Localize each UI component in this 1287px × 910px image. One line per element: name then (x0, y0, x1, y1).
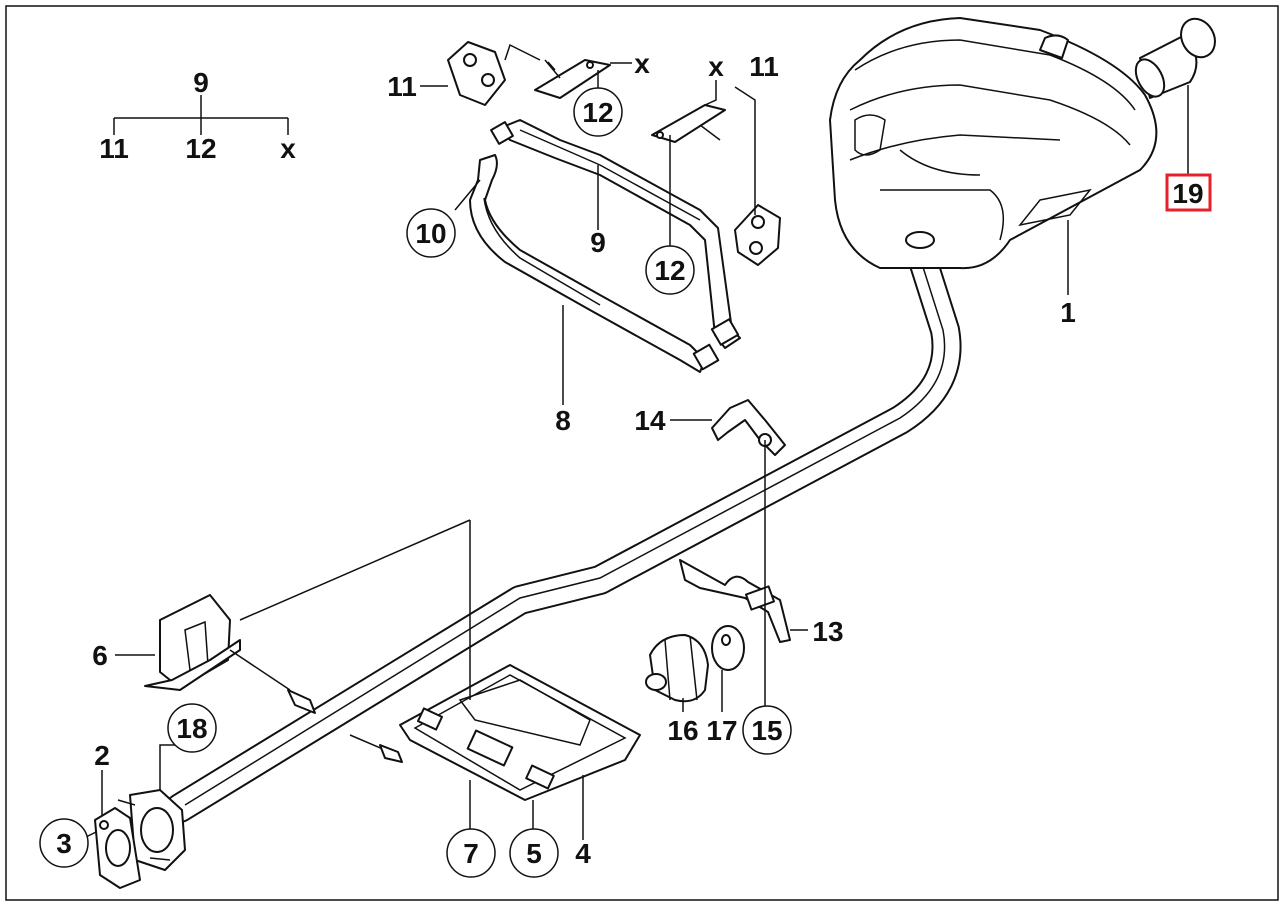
callout-x-legend: x (280, 133, 296, 164)
callout-circle-18 (167, 703, 217, 753)
callout-x-top: x (634, 48, 650, 79)
callout-8: 8 (555, 405, 571, 436)
callout-11-legend: 11 (99, 133, 129, 164)
callout-6: 6 (92, 640, 108, 671)
callout-15: 15 (751, 715, 782, 746)
leader-lines (75, 62, 1189, 843)
callout-11-top: 11 (387, 71, 417, 102)
support-bracket (469, 154, 720, 373)
washer (711, 625, 745, 671)
callout-circle-12b (645, 245, 695, 295)
gasket (94, 807, 141, 889)
highlight-box-19 (1165, 173, 1212, 212)
exhaust-pipe (165, 230, 962, 823)
callout-4: 4 (575, 838, 591, 869)
callout-13: 13 (812, 616, 843, 647)
callout-circle-3 (39, 818, 89, 868)
callout-16: 16 (667, 715, 698, 746)
hanger-rail (490, 119, 741, 349)
small-plate-middle (651, 104, 726, 143)
callout-17: 17 (706, 715, 737, 746)
callout-11-right: 11 (749, 51, 779, 82)
rubber-mount-right (734, 204, 781, 266)
callout-circle-12a (573, 87, 623, 137)
callout-circle-15 (742, 705, 792, 755)
left-mount (144, 594, 316, 714)
callout-12-legend: 12 (185, 133, 216, 164)
callout-circle-7 (446, 828, 496, 878)
callout-14: 14 (634, 405, 666, 436)
callout-2: 2 (94, 740, 110, 771)
callout-10: 10 (415, 218, 446, 249)
legend-tree (113, 95, 289, 135)
tailpipe-tip (1134, 17, 1216, 99)
callout-12-top: 12 (582, 97, 613, 128)
heat-shield (399, 664, 641, 801)
small-plate-top (534, 59, 611, 99)
callout-circle-5 (509, 828, 559, 878)
diagram-frame (5, 5, 1279, 901)
hanger-bracket (679, 559, 791, 643)
callout-9: 9 (590, 227, 606, 258)
rubber-mount-top (447, 41, 541, 106)
callout-circle-10 (406, 208, 456, 258)
callout-19: 19 (1172, 178, 1203, 209)
callout-12-middle: 12 (654, 255, 685, 286)
callout-3: 3 (56, 828, 72, 859)
callout-7: 7 (463, 838, 479, 869)
callout-18: 18 (176, 713, 207, 744)
bolt (349, 734, 403, 763)
callout-5: 5 (526, 838, 542, 869)
callout-x-right: x (708, 51, 724, 82)
rear-muffler (829, 17, 1158, 270)
callout-9-legend: 9 (193, 67, 209, 98)
rubber-block (645, 634, 709, 703)
callout-1: 1 (1060, 297, 1076, 328)
pipe-clamp (711, 399, 786, 456)
